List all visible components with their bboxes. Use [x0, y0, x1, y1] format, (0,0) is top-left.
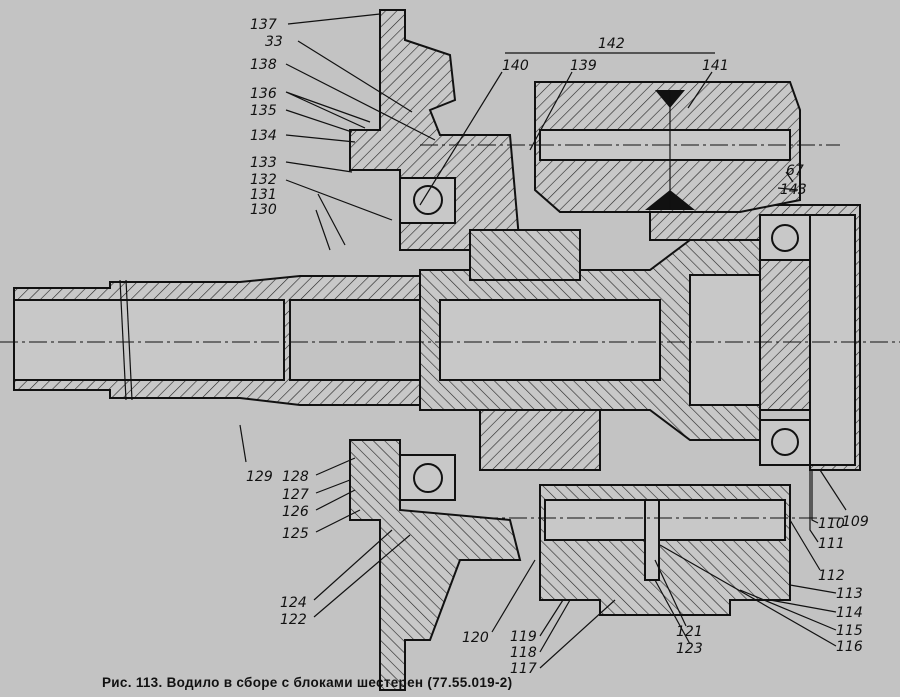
- label-132: 132: [250, 172, 277, 188]
- label-117: 117: [510, 661, 537, 677]
- label-111: 111: [818, 536, 845, 552]
- label-121: 121: [676, 624, 703, 640]
- label-118: 118: [510, 645, 537, 661]
- label-125: 125: [282, 526, 309, 542]
- label-130: 130: [250, 202, 277, 218]
- drawing-body: [0, 9, 900, 691]
- label-113: 113: [836, 586, 863, 602]
- label-139: 139: [570, 58, 597, 74]
- label-142: 142: [598, 36, 625, 52]
- callout-labels: 137 33 138 136 135 134 133 132 131 130 1…: [246, 17, 869, 677]
- label-109: 109: [842, 514, 869, 530]
- label-129: 129: [246, 469, 273, 485]
- label-128: 128: [282, 469, 309, 485]
- label-140: 140: [502, 58, 529, 74]
- label-114: 114: [836, 605, 863, 621]
- label-137: 137: [250, 17, 277, 33]
- figure-caption: Рис. 113. Водило в сборе с блоками шесте…: [102, 675, 513, 690]
- label-115: 115: [836, 623, 863, 639]
- label-126: 126: [282, 504, 309, 520]
- label-133: 133: [250, 155, 277, 171]
- label-136: 136: [250, 86, 277, 102]
- label-120: 120: [462, 630, 489, 646]
- label-116: 116: [836, 639, 863, 655]
- label-110: 110: [818, 516, 845, 532]
- label-112: 112: [818, 568, 845, 584]
- label-122: 122: [280, 612, 307, 628]
- label-67: 67: [786, 163, 804, 179]
- label-119: 119: [510, 629, 537, 645]
- leader-lines: [239, 13, 847, 669]
- label-141: 141: [702, 58, 729, 74]
- label-134: 134: [250, 128, 277, 144]
- label-131: 131: [250, 187, 277, 203]
- label-127: 127: [282, 487, 309, 503]
- label-33: 33: [265, 34, 283, 50]
- label-138: 138: [250, 57, 277, 73]
- label-124: 124: [280, 595, 307, 611]
- label-123: 123: [676, 641, 703, 657]
- label-135: 135: [250, 103, 277, 119]
- label-143: 143: [780, 182, 807, 198]
